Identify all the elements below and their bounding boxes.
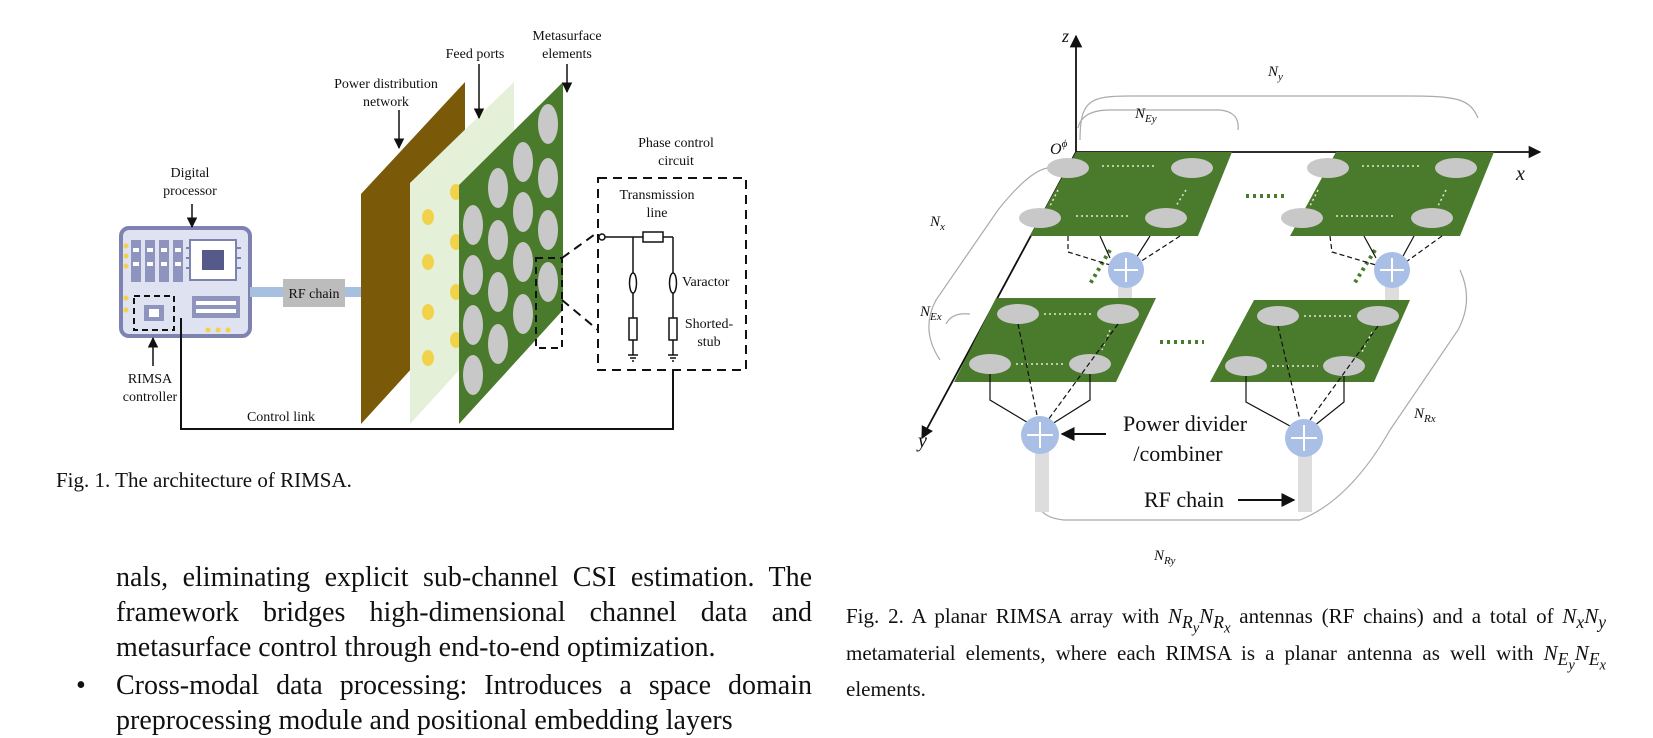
body-paragraph: nals, eliminating explicit sub-channel C…	[116, 562, 812, 663]
label-rimsa-controller-2: controller	[123, 390, 178, 405]
label-n-x: Nx	[929, 214, 945, 233]
label-transmission-2: line	[647, 206, 668, 221]
dimension-braces	[928, 95, 1479, 521]
bullet-symbol: •	[76, 670, 86, 701]
digital-processor-board	[119, 226, 252, 338]
back-feed-lines	[1067, 235, 1443, 269]
label-rimsa-controller-1: RIMSA	[128, 372, 173, 387]
bullet-text: Cross-modal data processing: Introduces …	[116, 670, 812, 736]
combiner-back-right	[1374, 252, 1410, 288]
label-power-divider-2: /combiner	[1133, 441, 1223, 466]
label-n-ry: NRy	[1153, 548, 1176, 567]
caption-2-math-ney: NEy	[1543, 640, 1575, 674]
metasurface-panel	[459, 82, 563, 424]
figure-2: z x y Oϕ Ny NEy Nx NEx NRx NRy Power div…	[916, 26, 1542, 567]
label-phase-control-1: Phase control	[638, 136, 714, 151]
label-origin: Oϕ	[1050, 138, 1068, 158]
label-shorted-1: Shorted-	[685, 317, 734, 332]
label-rf-chain-fig2: RF chain	[1144, 487, 1224, 512]
processor-rf-link	[250, 287, 284, 297]
combiner-front-left	[1021, 416, 1059, 454]
label-feed-ports: Feed ports	[446, 47, 505, 62]
label-control-link: Control link	[247, 410, 315, 425]
label-digital-processor-1: Digital	[171, 166, 210, 181]
rimsa-panel-back-right	[1281, 152, 1494, 236]
caption-2-part-4: elements.	[846, 677, 926, 702]
zoom-lines	[561, 231, 599, 331]
figure-2-caption: Fig. 2. A planar RIMSA array with NRyNRx…	[846, 604, 1606, 701]
label-varactor: Varactor	[682, 275, 730, 290]
panel-ellipsis	[1088, 194, 1377, 344]
rf-pdn-link	[345, 287, 361, 297]
caption-2-math-nx: Nx	[1562, 604, 1585, 633]
rf-post-front-left	[1035, 446, 1049, 512]
label-axis-y: y	[916, 430, 927, 452]
label-power-distribution-1: Power distribution	[334, 77, 438, 92]
label-n-ey: NEy	[1134, 106, 1157, 125]
front-feed-lines	[989, 323, 1379, 427]
combiner-back-left	[1108, 252, 1144, 288]
phase-control-circuit	[597, 177, 747, 371]
caption-2-part-1: Fig. 2. A planar RIMSA array with	[846, 604, 1169, 628]
caption-2-math-nex: NEx	[1574, 640, 1606, 674]
metasurface-elements	[463, 104, 558, 395]
label-shorted-2: stub	[697, 335, 720, 350]
label-rf-chain: RF chain	[289, 287, 340, 302]
caption-2-part-3: metamaterial elements, where each RIMSA …	[846, 640, 1544, 665]
label-power-divider-1: Power divider	[1123, 411, 1248, 436]
label-metasurface-2: elements	[542, 47, 592, 62]
rf-post-front-right	[1298, 446, 1312, 512]
figures-canvas: Digital processor RF chain RIMSA control…	[119, 26, 1542, 567]
label-metasurface-1: Metasurface	[532, 29, 601, 44]
label-n-y: Ny	[1267, 64, 1283, 83]
label-n-ex: NEx	[919, 304, 942, 323]
rimsa-panel-back-left	[1019, 152, 1232, 236]
caption-2-part-2: antennas (RF chains) and a total of	[1230, 604, 1563, 628]
rimsa-panel-front-right	[1210, 300, 1410, 382]
label-n-rx: NRx	[1413, 406, 1436, 425]
combiner-front-right	[1285, 419, 1323, 457]
label-axis-x: x	[1515, 163, 1525, 185]
rimsa-panel-front-left	[954, 298, 1156, 382]
zoom-box	[535, 257, 563, 349]
caption-2-math-ny: Ny	[1584, 604, 1606, 633]
figure-1-caption: Fig. 1. The architecture of RIMSA.	[56, 468, 352, 492]
label-axis-z: z	[1061, 26, 1069, 46]
caption-2-math-nry: NRy	[1168, 604, 1200, 637]
caption-2-math-nrx: NRx	[1199, 604, 1231, 637]
label-power-distribution-2: network	[363, 95, 409, 110]
control-link-line	[180, 318, 674, 430]
label-digital-processor-2: processor	[163, 184, 217, 199]
label-phase-control-2: circuit	[658, 154, 694, 169]
label-transmission-1: Transmission	[620, 188, 695, 203]
rf-chain-block	[283, 279, 345, 307]
figure-1: Digital processor RF chain RIMSA control…	[119, 29, 747, 430]
